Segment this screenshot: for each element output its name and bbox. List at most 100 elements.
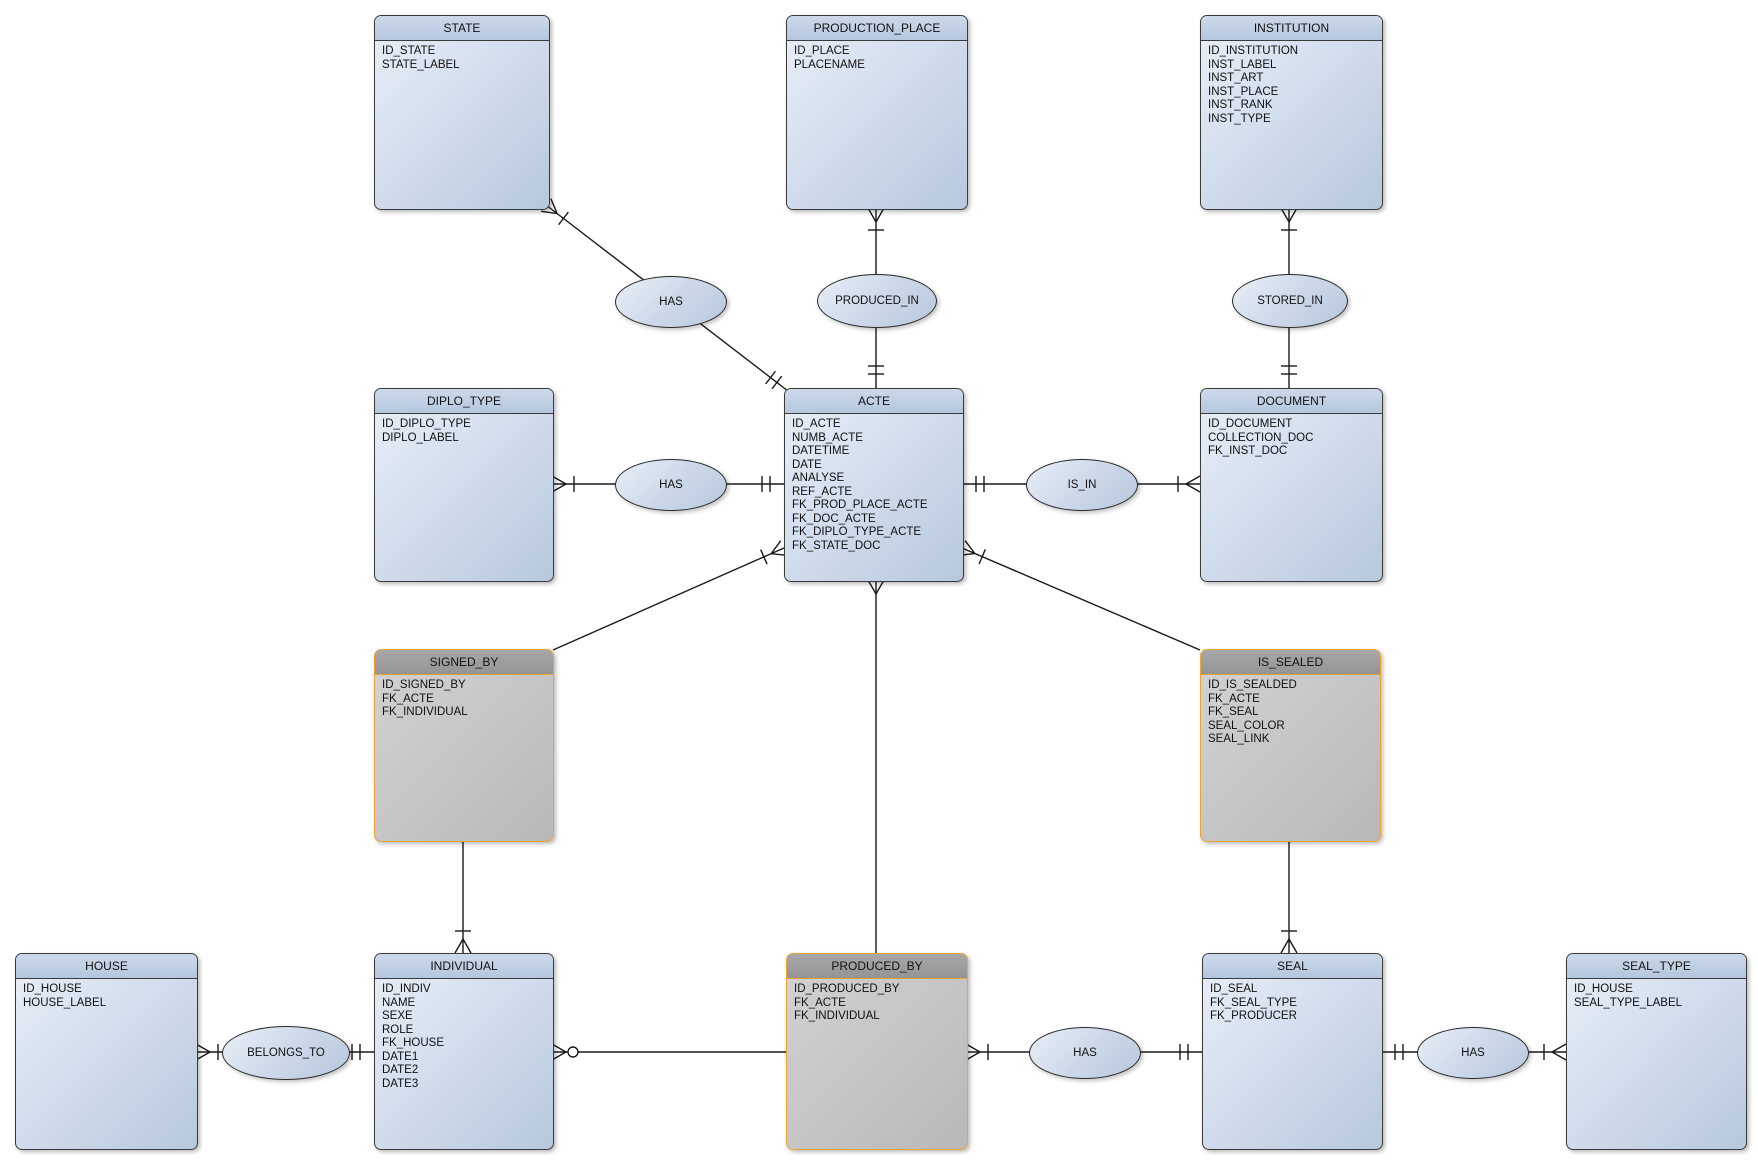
entity-title: SEAL_TYPE <box>1567 954 1746 979</box>
attribute-row: INST_LABEL <box>1208 58 1277 71</box>
attribute-row: DATE <box>792 458 822 471</box>
connector-acte-producedby <box>867 579 885 953</box>
connector-acte-issealed <box>958 540 1201 651</box>
attribute-row: FK_ACTE <box>382 692 434 705</box>
relationship-produced-in[interactable]: PRODUCED_IN <box>817 274 937 328</box>
attribute-row: ID_STATE <box>382 45 436 57</box>
attribute-row: FK_STATE_DOC <box>792 539 881 552</box>
connector-seal-has-sealtype <box>1381 1043 1567 1061</box>
relationship-label: BELONGS_TO <box>247 1047 325 1059</box>
attribute-row: NUMB_ACTE <box>792 431 863 444</box>
relationship-has-producedby-seal[interactable]: HAS <box>1029 1027 1141 1079</box>
attribute-row: ID_PLACE <box>794 45 850 57</box>
relationship-label: HAS <box>659 479 683 491</box>
attribute-row: ROLE <box>382 1023 414 1036</box>
attribute-row: DATE3 <box>382 1077 419 1090</box>
connector-acte-signedby <box>552 540 788 651</box>
attribute-row: ID_INDIV <box>382 983 431 995</box>
attribute-row: ID_DIPLO_TYPE <box>382 418 471 430</box>
attribute-row: SEAL_LINK <box>1208 733 1270 745</box>
attribute-row: HOUSE_LABEL <box>23 996 107 1009</box>
relationship-label: PRODUCED_IN <box>835 295 919 307</box>
attribute-row: SEAL_TYPE_LABEL <box>1574 996 1683 1009</box>
attribute-row: INST_TYPE <box>1208 112 1271 125</box>
attribute-row: ID_INSTITUTION <box>1208 45 1299 57</box>
attribute-row: REF_ACTE <box>792 485 853 498</box>
attribute-row: INST_PLACE <box>1208 85 1279 98</box>
attribute-row: FK_SEAL <box>1208 706 1259 718</box>
attribute-row: FK_PROD_PLACE_ACTE <box>792 499 928 511</box>
relationship-stored-in[interactable]: STORED_IN <box>1232 274 1348 328</box>
entity-title: INSTITUTION <box>1201 16 1382 41</box>
entity-title: PRODUCTION_PLACE <box>787 16 967 41</box>
attribute-row: FK_DIPLO_TYPE_ACTE <box>792 526 922 538</box>
entity-title: INDIVIDUAL <box>375 954 553 979</box>
attribute-row: ID_SIGNED_BY <box>382 679 466 691</box>
attribute-row: FK_SEAL_TYPE <box>1210 996 1297 1009</box>
attribute-row: DATE2 <box>382 1064 419 1076</box>
relationship-label: HAS <box>1461 1047 1485 1059</box>
attribute-row: ID_SEAL <box>1210 983 1258 995</box>
entity-title: SEAL <box>1203 954 1382 979</box>
attribute-row: COLLECTION_DOC <box>1208 431 1314 444</box>
attribute-row: ID_ACTE <box>792 418 841 430</box>
entity-title: STATE <box>375 16 549 41</box>
entity-title: HOUSE <box>16 954 197 979</box>
relationship-belongs-to[interactable]: BELONGS_TO <box>222 1026 350 1080</box>
attribute-row: DATE1 <box>382 1050 419 1063</box>
relationship-is-in[interactable]: IS_IN <box>1026 459 1138 511</box>
attribute-row: FK_ACTE <box>1208 692 1260 705</box>
attribute-row: ANALYSE <box>792 472 845 484</box>
attribute-row: DATETIME <box>792 445 850 457</box>
entity-title: PRODUCED_BY <box>787 954 967 979</box>
relationship-has-diplo-acte[interactable]: HAS <box>615 459 727 511</box>
attribute-row: FK_HOUSE <box>382 1037 444 1049</box>
attribute-row: INST_RANK <box>1208 99 1273 111</box>
attribute-row: FK_INDIVIDUAL <box>382 706 468 718</box>
attribute-row: ID_PRODUCED_BY <box>794 983 900 995</box>
relationship-has-state-acte[interactable]: HAS <box>615 276 727 328</box>
entity-title: ACTE <box>785 389 963 414</box>
attribute-row: FK_DOC_ACTE <box>792 512 876 525</box>
attribute-row: NAME <box>382 996 416 1009</box>
attribute-row: ID_IS_SEALDED <box>1208 679 1297 691</box>
entity-title: IS_SEALED <box>1201 650 1380 675</box>
connector-individual-producedby <box>551 1043 786 1061</box>
connector-issealed-seal <box>1280 840 1298 954</box>
attribute-row: FK_INST_DOC <box>1208 445 1288 457</box>
attribute-row: ID_HOUSE <box>1574 983 1633 995</box>
relationship-label: STORED_IN <box>1257 295 1323 307</box>
attribute-row: SEXE <box>382 1010 413 1022</box>
entity-title: DIPLO_TYPE <box>375 389 553 414</box>
attribute-row: FK_ACTE <box>794 996 846 1009</box>
relationship-has-seal-sealtype[interactable]: HAS <box>1417 1027 1529 1079</box>
entity-title: DOCUMENT <box>1201 389 1382 414</box>
attribute-row: SEAL_COLOR <box>1208 719 1285 732</box>
attribute-row: PLACENAME <box>794 58 865 71</box>
connector-signedby-individual <box>454 840 472 954</box>
relationship-label: HAS <box>1073 1047 1097 1059</box>
attribute-row: STATE_LABEL <box>382 58 460 71</box>
